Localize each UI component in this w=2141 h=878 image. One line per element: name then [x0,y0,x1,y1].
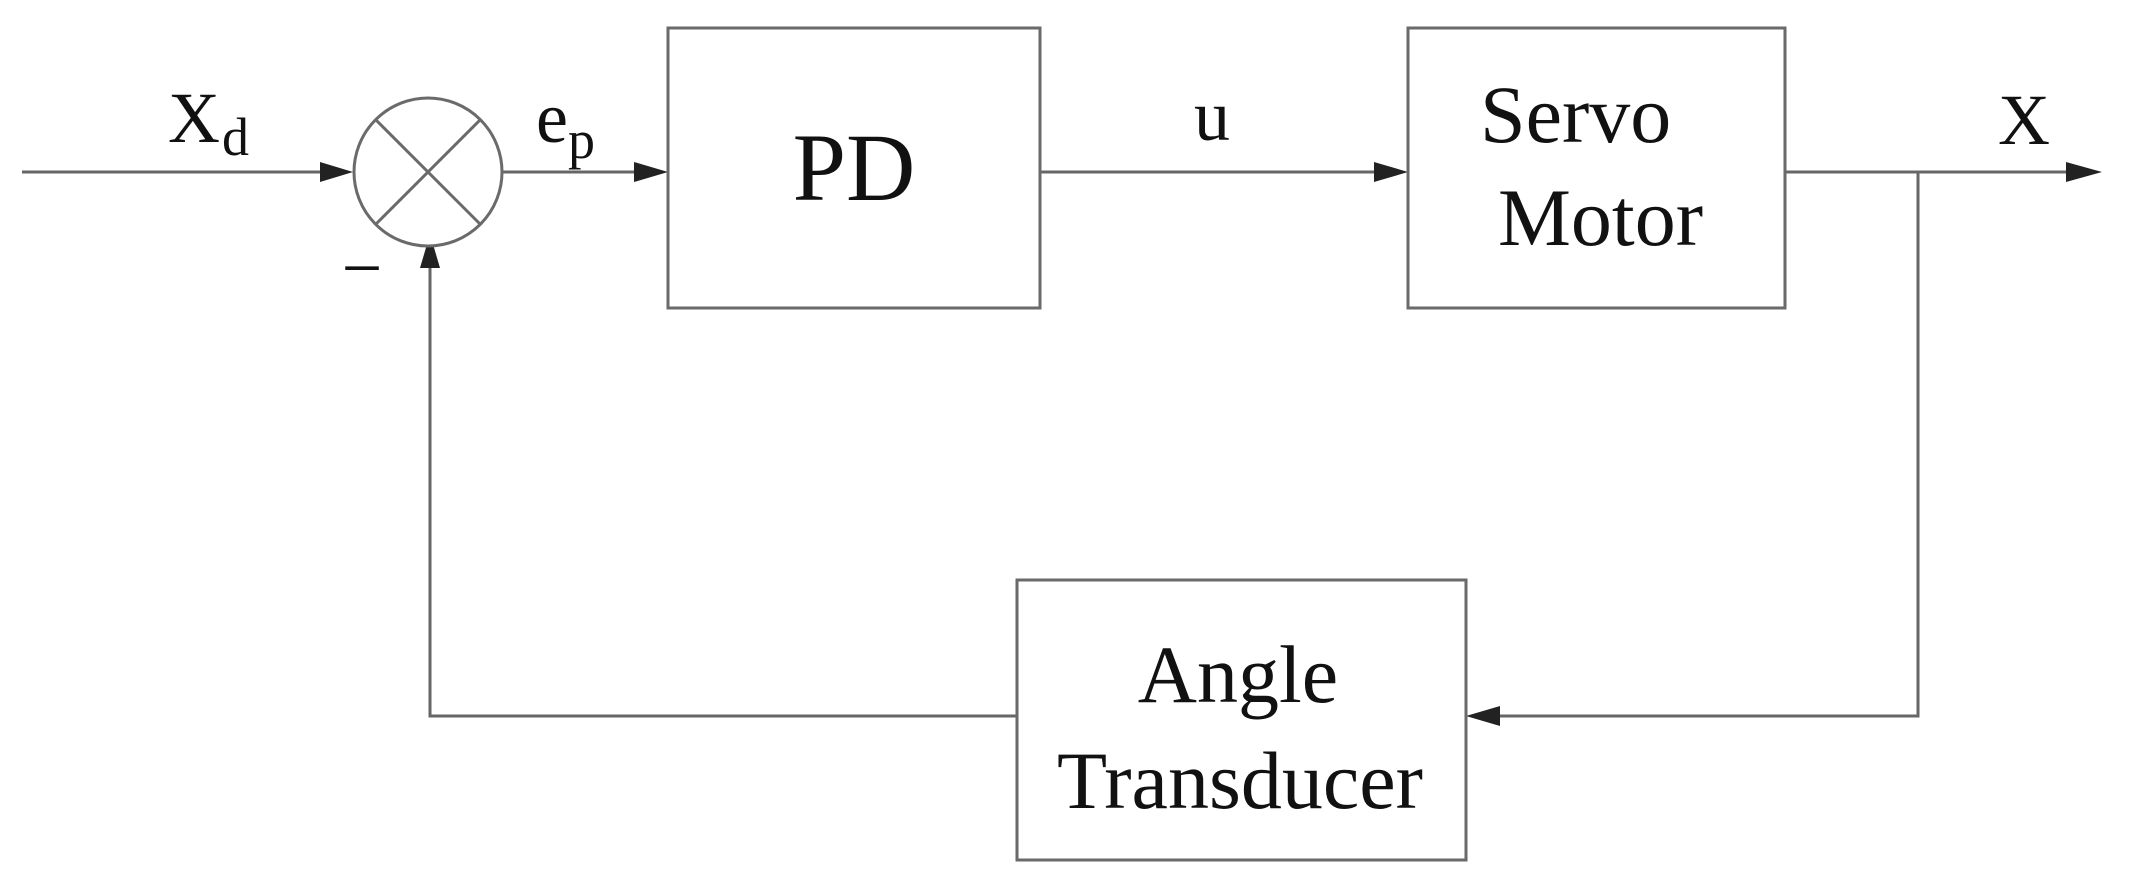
feedback-path-right [1485,172,1920,718]
summing-junction-icon [352,96,504,248]
servo-motor-label-line1: Servo [1480,69,1671,160]
arrow-output-icon [2066,162,2102,182]
arrow-into-servo-motor-icon [1374,162,1408,182]
servo-motor-block: Servo Motor [1406,26,1787,310]
angle-transducer-label-line2: Transducer [1057,735,1423,826]
error-signal-main: e [536,78,568,158]
reference-signal-subscript: d [222,107,249,167]
arrow-into-pd-icon [634,162,668,182]
pd-label: PD [793,114,916,221]
output-signal-label: X [1998,80,2050,160]
error-signal-label: e p [536,78,595,170]
arrow-into-summing-junction-icon [320,162,353,182]
error-signal-subscript: p [568,110,595,170]
angle-transducer-label-line1: Angle [1138,629,1338,720]
arrow-feedback-up-icon [420,234,440,268]
angle-transducer-block: Angle Transducer [1015,578,1468,862]
control-signal-label: u [1194,76,1230,156]
feedback-path-left [428,264,1017,718]
servo-motor-label-line2: Motor [1498,172,1703,263]
reference-signal-label: X d [168,78,249,167]
feedback-minus-sign: − [342,228,383,308]
pd-controller-block: PD [666,26,1042,310]
reference-signal-main: X [168,78,220,158]
arrow-into-transducer-icon [1466,706,1500,726]
